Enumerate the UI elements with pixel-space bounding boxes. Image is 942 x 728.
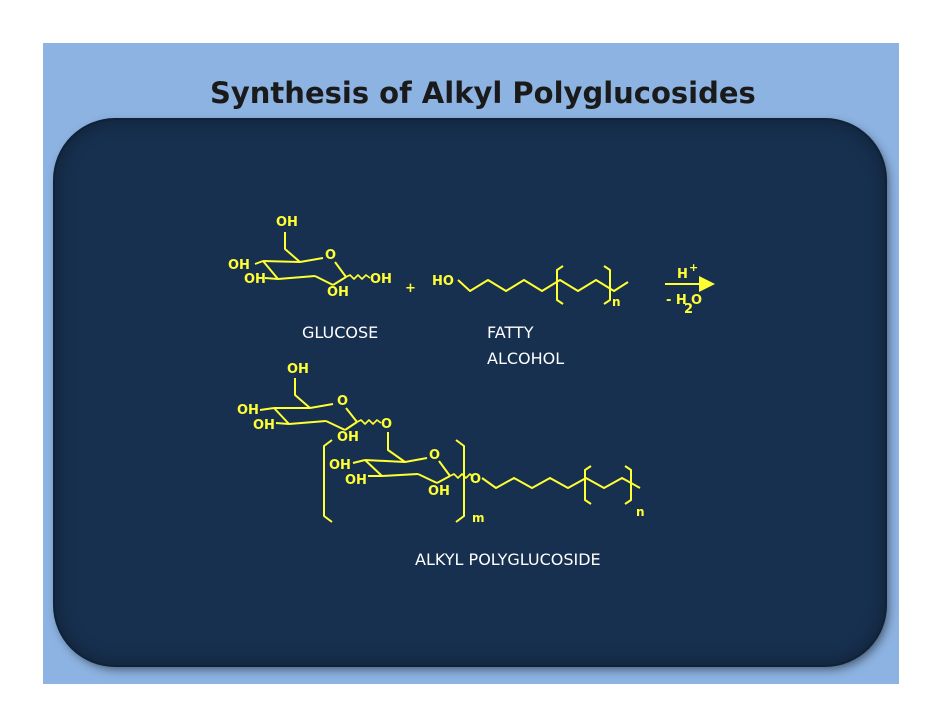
atom-label: OH: [327, 285, 349, 300]
bracket-right: [455, 439, 465, 523]
fatty-alcohol-atoms: HO n: [432, 274, 621, 309]
atom-label: OH: [228, 258, 250, 273]
product-glucose-unit-m: [323, 432, 473, 523]
fatty-label: FATTY: [487, 323, 534, 342]
atom-label: OH: [329, 458, 351, 473]
atom-label: OH: [253, 418, 275, 433]
bracket-left: [323, 439, 333, 523]
repeat-index-n: n: [636, 505, 645, 519]
repeat-index-n: n: [612, 295, 621, 309]
catalyst-plus: +: [689, 261, 698, 274]
atom-label: HO: [432, 274, 454, 289]
atom-label: OH: [370, 272, 392, 287]
product-glucose-unit-1: [259, 378, 382, 431]
bracket-left: [556, 265, 564, 305]
fatty-alcohol-structure: [457, 265, 629, 305]
atom-label: OH: [287, 362, 309, 377]
water-subscript: 2: [684, 302, 693, 317]
atom-label: OH: [244, 272, 266, 287]
product-label: ALKYL POLYGLUCOSIDE: [415, 550, 601, 569]
atom-label: O: [429, 448, 440, 463]
plus-sign: +: [405, 281, 416, 296]
atom-label: O: [381, 417, 392, 432]
glucose-label: GLUCOSE: [302, 323, 379, 342]
atom-label: OH: [428, 484, 450, 499]
product-unit-m-atoms: O OH OH OH O m: [329, 448, 485, 525]
catalyst-h: H: [677, 267, 688, 282]
glucose-atoms: OH O OH OH OH OH +: [228, 215, 416, 300]
bracket-right: [624, 465, 632, 505]
water-minus-h: - H: [666, 293, 687, 308]
atom-label: O: [470, 472, 481, 487]
slide-title: Synthesis of Alkyl Polyglucosides: [210, 76, 756, 110]
repeat-index-m: m: [472, 511, 485, 525]
atom-label: OH: [237, 403, 259, 418]
reaction-panel: [55, 120, 885, 665]
atom-label: O: [325, 248, 336, 263]
atom-label: OH: [337, 430, 359, 445]
glucose-structure: [254, 232, 371, 286]
atom-label: OH: [345, 473, 367, 488]
bracket-left: [584, 465, 592, 505]
product-alkyl-chain: [481, 465, 641, 505]
water-o: O: [691, 293, 702, 308]
product-chain-atoms: n: [636, 505, 645, 519]
bracket-right: [603, 265, 611, 305]
atom-label: OH: [276, 215, 298, 230]
product-unit-1-atoms: OH O OH OH OH O: [237, 362, 392, 445]
atom-label: O: [337, 394, 348, 409]
glucose-ring-top: [284, 232, 324, 263]
reaction-conditions: H + - H 2 O: [666, 261, 702, 317]
alcohol-label: ALCOHOL: [487, 349, 565, 368]
